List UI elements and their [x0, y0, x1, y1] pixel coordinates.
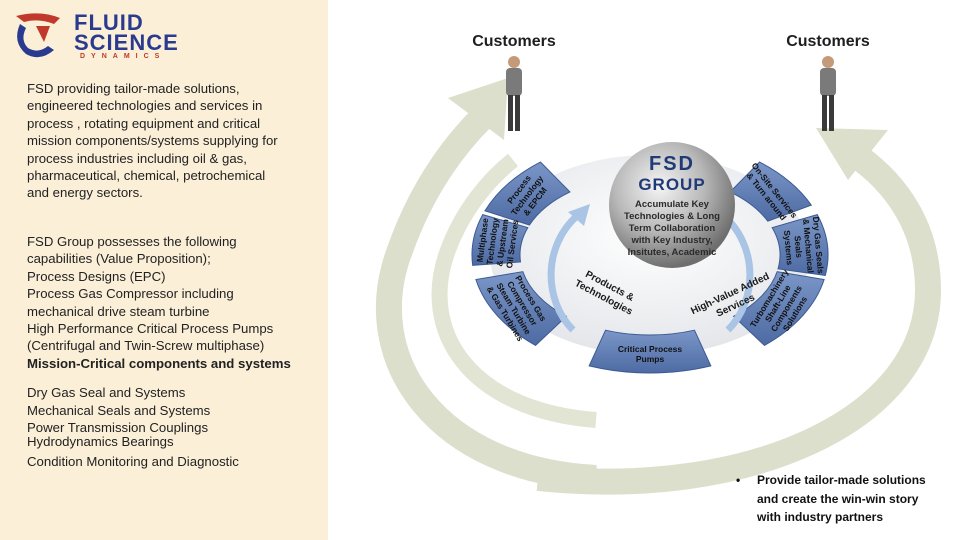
capability-line: (Centrifugal and Twin-Screw multiphase)	[27, 338, 265, 354]
center-title-fsd: FSD	[649, 153, 695, 175]
logo-text-science: SCIENCE	[74, 30, 179, 55]
center-body-line: Term Collaboration	[629, 223, 716, 234]
outer-arrow-right	[536, 138, 942, 495]
segment-label-line: & Mechanical	[801, 218, 816, 273]
component-line: Hydrodynamics Bearings	[27, 433, 174, 449]
products-arc	[547, 212, 581, 333]
components-list: Dry Gas Seal and Systems Mechanical Seal…	[27, 384, 317, 470]
products-arc-head-icon	[568, 204, 590, 226]
capability-line: capabilities (Value Proposition);	[27, 251, 211, 267]
segment-label-1: MultiphaseTechnology& UpstreamOil Servic…	[474, 215, 520, 269]
segment-3	[588, 329, 712, 374]
capability-line: FSD Group possesses the following	[27, 234, 237, 249]
fsd-group-sphere	[609, 142, 735, 268]
segment-4	[732, 271, 825, 347]
segment-2	[475, 271, 568, 347]
intro-line: process industries including oil & gas,	[27, 150, 247, 166]
segment-1	[471, 214, 529, 266]
segment-label-line: Seals	[792, 235, 804, 258]
segment-label-line: Pumps	[636, 354, 665, 364]
center-body-line: with Key Industry,	[630, 235, 712, 246]
customers-label-left: Customers	[472, 33, 556, 50]
services-arc	[720, 212, 754, 333]
outer-arrow-left	[375, 102, 597, 491]
arrow-head-right	[816, 128, 888, 180]
intro-line: mission components/systems supplying for	[27, 133, 278, 149]
intro-line: engineered technologies and services in	[27, 98, 263, 114]
bullet-line: and create the win-win story	[757, 491, 919, 506]
center-body-line: Accumulate Key	[635, 199, 710, 210]
component-line: Mechanical Seals and Systems	[27, 403, 211, 419]
capability-line-bold: Mission-Critical components and systems	[27, 355, 291, 371]
capability-line: Process Gas Compressor including	[27, 286, 234, 302]
logo-text-fluid: FLUID	[74, 10, 144, 35]
component-line: Power Transmission Couplings	[27, 419, 209, 435]
segment-label-line: Critical Process	[618, 344, 683, 354]
center-body-line: Technologies & Long	[624, 211, 720, 222]
bullet-line: Provide tailor-made solutions	[757, 473, 926, 487]
segment-label-5: Dry Gas Seals& MechanicalSealsSystems	[781, 216, 826, 277]
customer-person-icon-left	[506, 56, 522, 131]
capability-line: mechanical drive steam turbine	[27, 303, 210, 319]
customers-label-right: Customers	[786, 33, 870, 50]
segment-0	[484, 161, 571, 226]
intro-paragraph: FSD providing tailor-made solutions, eng…	[27, 80, 317, 202]
intro-line: FSD providing tailor-made solutions,	[27, 81, 240, 96]
fsd-group-diagram: ProcessTechnology& EPCMMultiphaseTechnol…	[375, 33, 942, 495]
center-body-line: Insitutes, Academic	[628, 247, 717, 258]
component-line: Dry Gas Seal and Systems	[27, 385, 186, 400]
customer-person-icon-right	[820, 56, 836, 131]
capability-line: High Performance Critical Process Pumps	[27, 321, 274, 337]
arrow-head-left	[448, 78, 508, 140]
capability-line: Process Designs (EPC)	[27, 268, 166, 284]
logo-swirl-icon	[16, 13, 60, 58]
capabilities-list: FSD Group possesses the following capabi…	[27, 233, 317, 372]
component-line: Condition Monitoring and Diagnostic	[27, 453, 239, 469]
logo-text-dynamics: DYNAMICS	[80, 53, 166, 60]
company-logo: FLUID SCIENCE DYNAMICS	[10, 8, 210, 62]
segment-label-line: Dry Gas Seals	[811, 216, 826, 274]
intro-line: pharmaceutical, chemical, petrochemical	[27, 168, 266, 184]
segment-5	[771, 214, 829, 277]
inner-arrow-left	[431, 153, 597, 428]
segment-label-line: Systems	[782, 230, 795, 266]
segment-6	[729, 161, 813, 222]
left-panel: FLUID SCIENCE DYNAMICS FSD providing tai…	[0, 0, 328, 540]
intro-line: and energy sectors.	[27, 185, 143, 201]
center-title-group: GROUP	[638, 175, 705, 194]
bullet-line: with industry partners	[757, 510, 884, 524]
bullet-dot-icon: •	[736, 473, 741, 487]
intro-line: process , rotating equipment and critica…	[27, 115, 261, 131]
